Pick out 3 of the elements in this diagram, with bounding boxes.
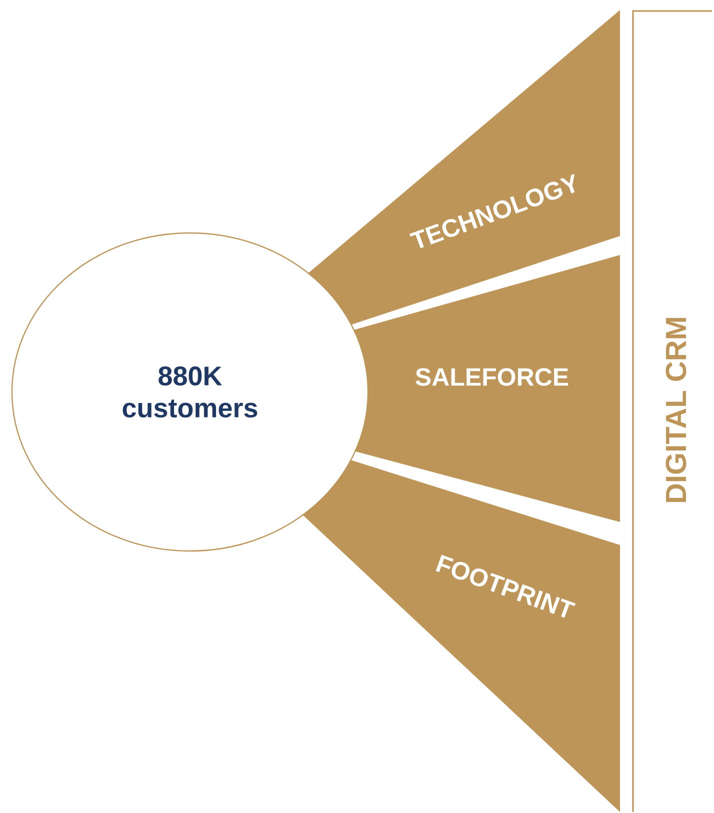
node-label: SALEFORCE <box>416 368 568 386</box>
side-label: DIGITAL CRM <box>666 318 686 502</box>
fan-segment: SALEFORCE <box>325 255 620 522</box>
